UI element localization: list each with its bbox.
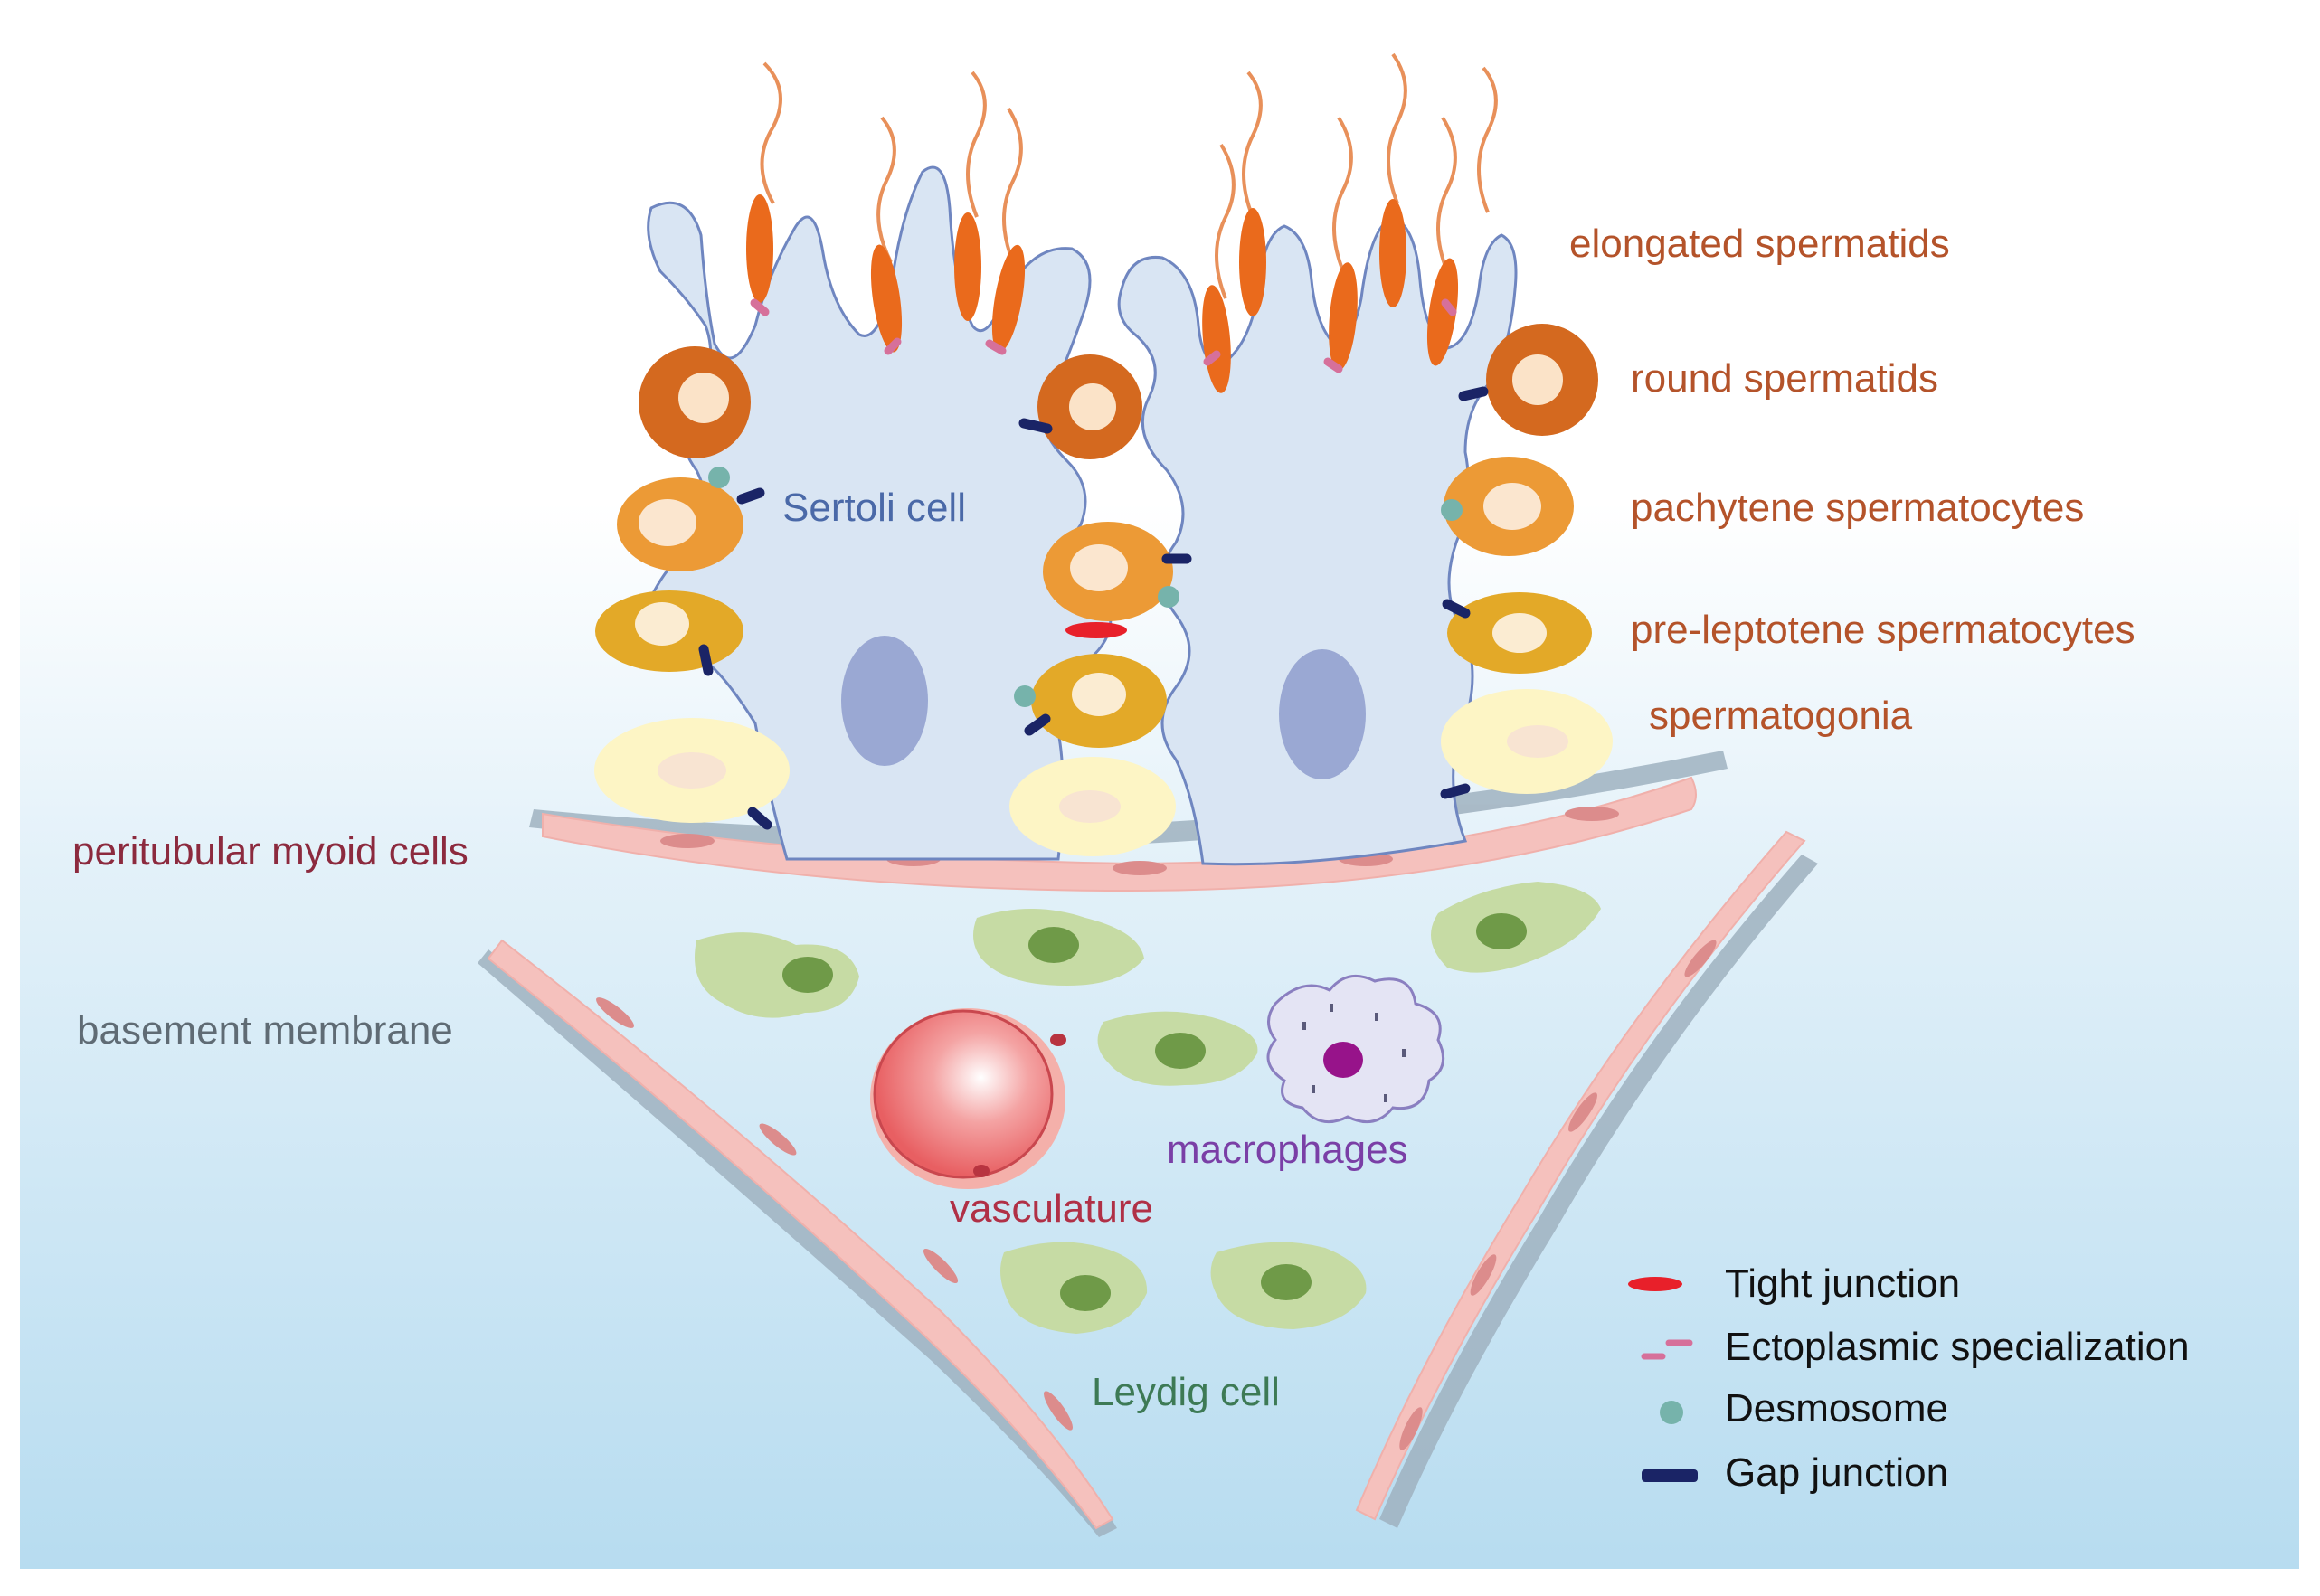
macrophage — [1266, 974, 1445, 1124]
legend-desmosome-label: Desmosome — [1725, 1386, 1948, 1431]
gap-junction-marks — [698, 386, 1489, 830]
ectoplasmic-specializations — [750, 298, 1457, 373]
label-elongated-spermatids: elongated spermatids — [1569, 222, 1950, 266]
label-sertoli-cell: Sertoli cell — [782, 486, 966, 530]
elongated-spermatid-heads — [746, 194, 1459, 393]
label-vasculature: vasculature — [950, 1186, 1154, 1231]
legend-tight-junction-icon — [1628, 1277, 1682, 1291]
label-macrophages: macrophages — [1167, 1128, 1408, 1172]
round-spermatids — [639, 324, 1598, 459]
label-basement-membrane: basement membrane — [77, 1008, 453, 1053]
spermatid-tails — [760, 52, 1498, 299]
spermatogonia — [594, 689, 1613, 856]
label-round-spermatids: round spermatids — [1631, 356, 1938, 401]
leydig-cells — [695, 882, 1601, 1334]
legend-desmosome-icon — [1660, 1401, 1683, 1424]
label-peritubular-myoid-cells: peritubular myoid cells — [72, 829, 469, 874]
legend-symbols — [1628, 1277, 1698, 1482]
legend-gap-junction-label: Gap junction — [1725, 1450, 1949, 1495]
legend-ectoplasmic-label: Ectoplasmic specialization — [1725, 1325, 2190, 1369]
label-leydig-cell: Leydig cell — [1092, 1370, 1280, 1414]
label-pachytene-spermatocytes: pachytene spermatocytes — [1631, 486, 2085, 530]
sertoli-nuclei — [841, 636, 1366, 779]
legend-ectoplasmic-icon — [1641, 1339, 1693, 1360]
desmosome-marks — [708, 467, 1463, 707]
legend-gap-junction-icon — [1642, 1469, 1698, 1482]
label-pre-leptotene-spermatocytes: pre-leptotene spermatocytes — [1631, 608, 2135, 652]
pre-leptotene-spermatocytes — [595, 590, 1592, 748]
pachytene-spermatocytes — [617, 457, 1574, 621]
label-spermatogonia: spermatogonia — [1649, 694, 1913, 738]
tight-junction-mark — [1065, 622, 1127, 638]
legend-tight-junction-label: Tight junction — [1725, 1261, 1961, 1306]
vasculature — [870, 1008, 1066, 1189]
